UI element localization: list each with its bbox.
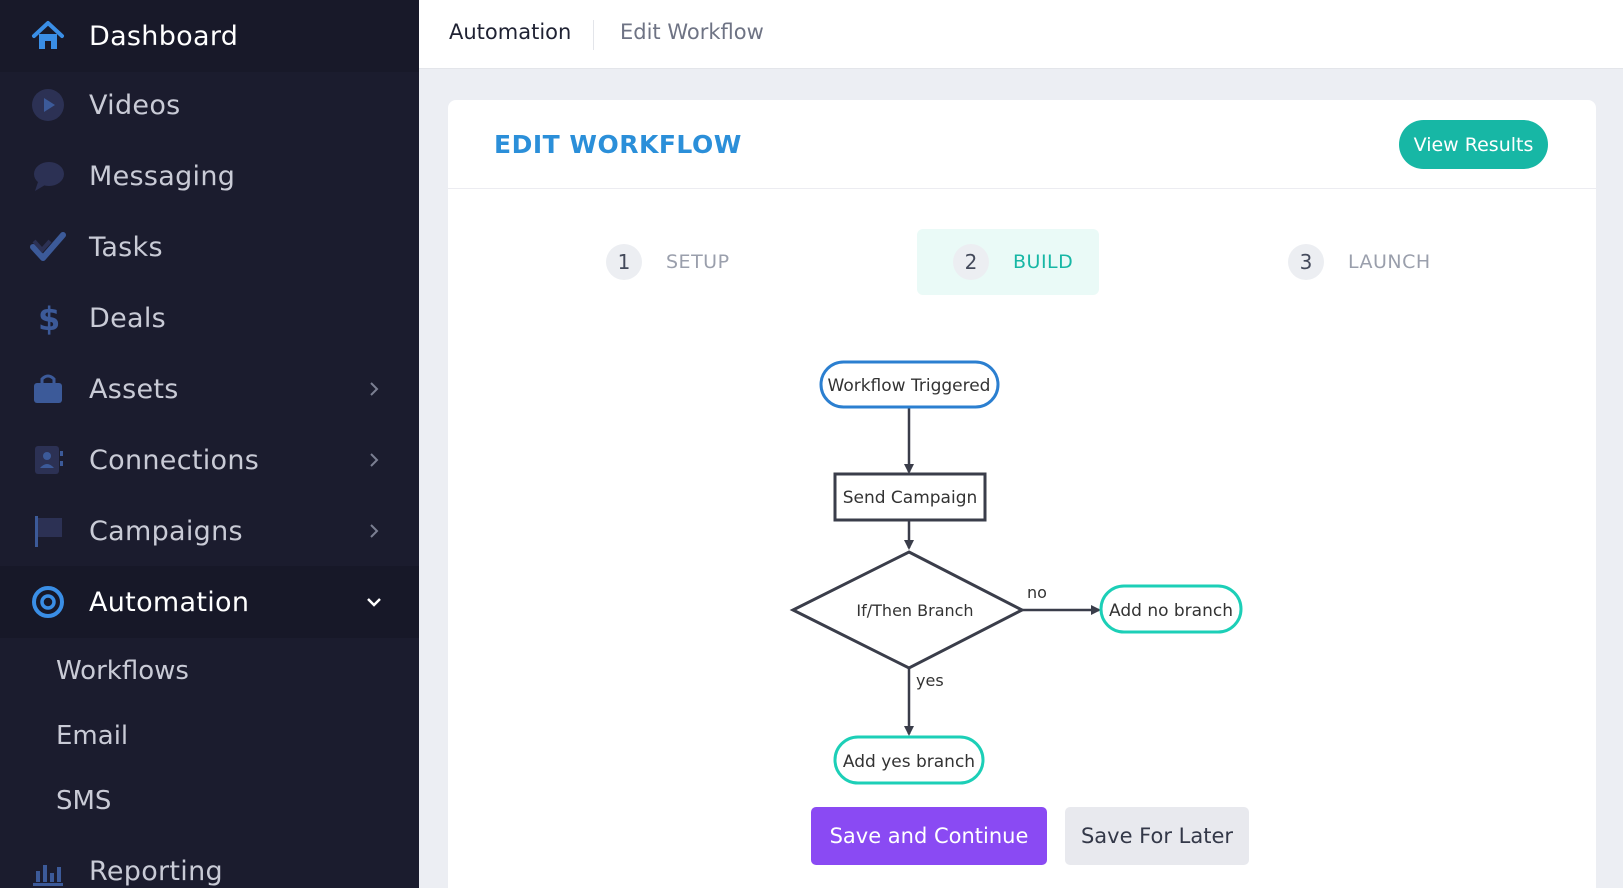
breadcrumb-divider: [593, 20, 594, 50]
sidebar-item-label: Campaigns: [89, 515, 243, 547]
sidebar: Dashboard Videos Messaging Tasks $ Deals…: [0, 0, 419, 888]
sidebar-item-tasks[interactable]: Tasks: [0, 211, 419, 283]
sidebar-item-label: Automation: [89, 586, 250, 618]
sidebar-item-label: Deals: [89, 302, 167, 334]
top-bar: Automation Edit Workflow: [419, 0, 1623, 69]
add-no-branch-label: Add no branch: [1109, 601, 1233, 621]
sidebar-item-reporting[interactable]: Reporting: [0, 835, 419, 888]
save-continue-button[interactable]: Save and Continue: [811, 807, 1047, 865]
step-label: SETUP: [666, 251, 730, 273]
send-campaign-node[interactable]: Send Campaign: [833, 472, 987, 522]
home-icon: [28, 16, 68, 56]
sidebar-item-connections[interactable]: Connections: [0, 424, 419, 496]
step-launch[interactable]: 3 LAUNCH: [1288, 229, 1431, 295]
bar-chart-icon: [28, 851, 68, 888]
sidebar-item-label: Videos: [89, 89, 181, 121]
sidebar-subitem-workflows[interactable]: Workflows: [56, 656, 189, 686]
branch-node[interactable]: If/Then Branch: [789, 550, 1026, 670]
send-campaign-label: Send Campaign: [843, 488, 978, 508]
step-number: 1: [606, 244, 642, 280]
page-title: EDIT WORKFLOW: [494, 130, 742, 159]
workflow-diagram: Workflow Triggered Send Campaign If/Then…: [789, 360, 1243, 785]
sidebar-item-label: Reporting: [89, 855, 223, 887]
chat-bubble-icon: [28, 156, 68, 196]
breadcrumb-automation[interactable]: Automation: [449, 20, 572, 44]
sidebar-subitem-sms[interactable]: SMS: [56, 786, 112, 816]
sidebar-item-label: Messaging: [89, 160, 236, 192]
sidebar-item-label: Connections: [89, 444, 260, 476]
sidebar-item-automation[interactable]: Automation: [0, 566, 419, 638]
sidebar-item-label: Tasks: [89, 231, 163, 263]
bag-icon: [28, 369, 68, 409]
sidebar-item-deals[interactable]: $ Deals: [0, 282, 419, 354]
step-setup[interactable]: 1 SETUP: [606, 229, 730, 295]
step-number: 3: [1288, 244, 1324, 280]
flag-icon: [28, 511, 68, 551]
save-later-button[interactable]: Save For Later: [1065, 807, 1249, 865]
chevron-right-icon: [363, 520, 385, 542]
add-yes-branch-label: Add yes branch: [843, 752, 975, 772]
sidebar-item-campaigns[interactable]: Campaigns: [0, 495, 419, 567]
card-header: EDIT WORKFLOW View Results: [448, 100, 1596, 189]
breadcrumb-edit-workflow: Edit Workflow: [620, 20, 764, 44]
play-icon: [28, 85, 68, 125]
add-no-branch-node[interactable]: Add no branch: [1099, 584, 1243, 634]
chevron-right-icon: [363, 449, 385, 471]
chevron-right-icon: [363, 378, 385, 400]
sidebar-item-messaging[interactable]: Messaging: [0, 140, 419, 212]
yes-label: yes: [916, 671, 944, 690]
workflow-card: EDIT WORKFLOW View Results 1 SETUP 2 BUI…: [448, 100, 1596, 888]
contact-card-icon: [28, 440, 68, 480]
chevron-down-icon: [363, 591, 385, 613]
sidebar-item-label: Assets: [89, 373, 179, 405]
no-label: no: [1027, 583, 1047, 602]
view-results-button[interactable]: View Results: [1399, 120, 1548, 169]
sidebar-subitem-email[interactable]: Email: [56, 721, 129, 751]
branch-node-label: If/Then Branch: [856, 601, 973, 620]
sidebar-item-assets[interactable]: Assets: [0, 353, 419, 425]
step-build[interactable]: 2 BUILD: [917, 229, 1099, 295]
step-number: 2: [953, 244, 989, 280]
check-icon: [28, 227, 68, 267]
sidebar-item-dashboard[interactable]: Dashboard: [0, 0, 419, 72]
target-icon: [28, 582, 68, 622]
svg-text:$: $: [38, 300, 60, 336]
sidebar-item-videos[interactable]: Videos: [0, 69, 419, 141]
trigger-node[interactable]: Workflow Triggered: [819, 360, 1000, 409]
sidebar-item-label: Dashboard: [89, 20, 239, 52]
dollar-icon: $: [28, 298, 68, 338]
step-label: BUILD: [1013, 251, 1074, 273]
step-label: LAUNCH: [1348, 251, 1431, 273]
trigger-node-label: Workflow Triggered: [828, 376, 991, 396]
add-yes-branch-node[interactable]: Add yes branch: [833, 735, 985, 785]
